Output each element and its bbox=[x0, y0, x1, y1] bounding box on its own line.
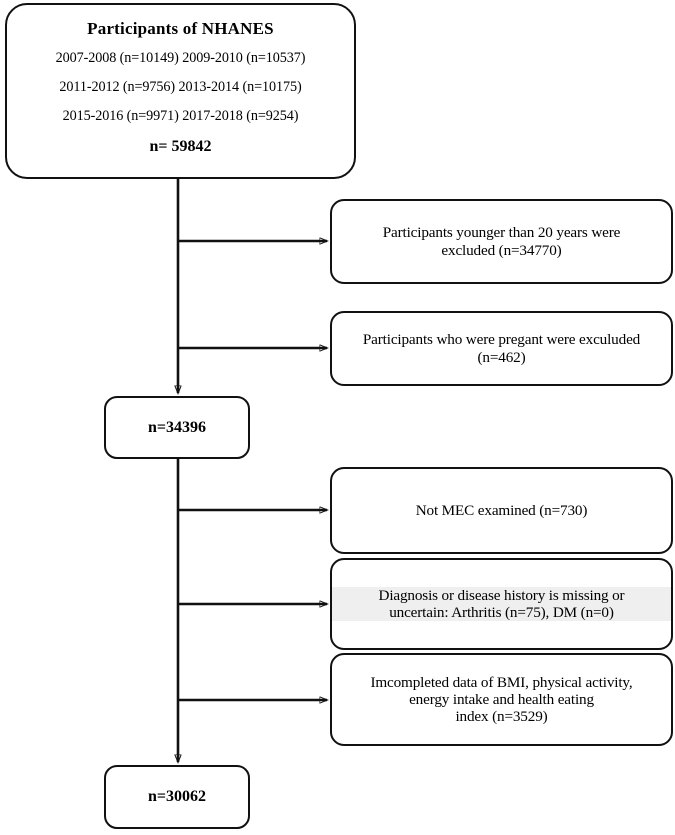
source-total-count: n= 59842 bbox=[149, 137, 212, 155]
exclusion-incomplete-line-3: index (n=3529) bbox=[455, 708, 548, 725]
count-after-first-exclusions-value: n=34396 bbox=[147, 418, 206, 436]
exclusion-incomplete-line-1: Imcompleted data of BMI, physical activi… bbox=[370, 673, 633, 691]
node-exclusion-incomplete-data: Imcompleted data of BMI, physical activi… bbox=[330, 653, 673, 746]
exclusion-diagnosis-line-2: uncertain: Arthritis (n=75), DM (n=0) bbox=[332, 604, 671, 622]
source-cycle-row-3: 2015-2016 (n=9971) 2017-2018 (n=9254) bbox=[62, 107, 299, 124]
source-title: Participants of NHANES bbox=[87, 19, 274, 38]
node-count-final-sample: n=30062 bbox=[104, 765, 250, 829]
node-count-after-first-exclusions: n=34396 bbox=[104, 396, 250, 459]
node-exclusion-age: Participants younger than 20 years were … bbox=[330, 199, 673, 284]
exclusion-age-line-1: Participants younger than 20 years were bbox=[382, 224, 621, 242]
exclusion-incomplete-line-2: energy intake and health eating bbox=[409, 690, 594, 708]
node-exclusion-mec: Not MEC examined (n=730) bbox=[330, 467, 673, 554]
source-cycle-row-1: 2007-2008 (n=10149) 2009-2010 (n=10537) bbox=[55, 50, 306, 67]
exclusion-mec-line-1: Not MEC examined (n=730) bbox=[415, 501, 588, 519]
exclusion-pregnancy-line-2: (n=462) bbox=[477, 348, 526, 366]
exclusion-age-line-2: excluded (n=34770) bbox=[441, 241, 562, 259]
exclusion-pregnancy-line-1: Participants who were pregant were excul… bbox=[362, 331, 641, 349]
source-cycle-row-2: 2011-2012 (n=9756) 2013-2014 (n=10175) bbox=[59, 78, 302, 95]
node-exclusion-diagnosis: Diagnosis or disease history is missing … bbox=[330, 558, 673, 650]
node-exclusion-pregnancy: Participants who were pregant were excul… bbox=[330, 311, 673, 386]
node-source-population: Participants of NHANES 2007-2008 (n=1014… bbox=[5, 3, 356, 179]
count-final-value: n=30062 bbox=[147, 788, 206, 806]
exclusion-diagnosis-line-1: Diagnosis or disease history is missing … bbox=[332, 586, 671, 604]
